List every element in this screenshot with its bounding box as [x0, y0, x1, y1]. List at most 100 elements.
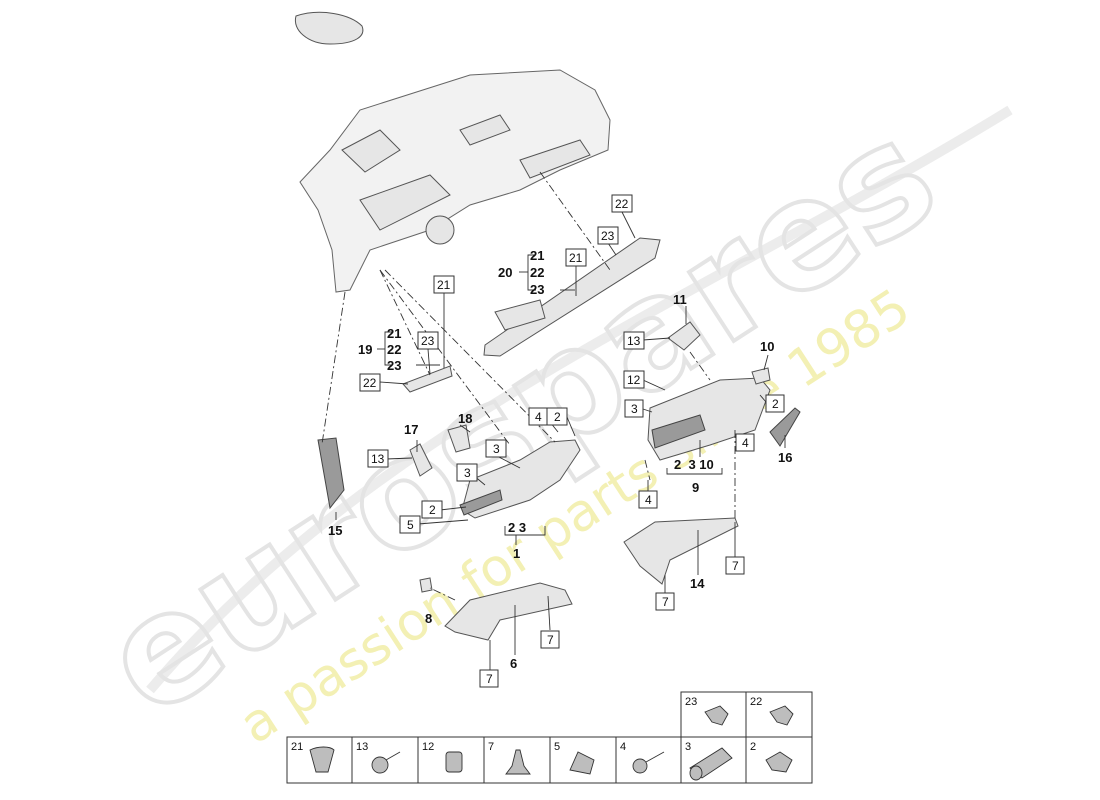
svg-text:7: 7 — [547, 633, 554, 647]
group-20-item-1: 21 — [530, 248, 544, 263]
svg-text:12: 12 — [627, 373, 641, 387]
ref-box-12: 12 — [623, 370, 645, 389]
callout-15: 15 — [328, 523, 342, 538]
group-19-bracket — [377, 331, 440, 366]
callout-1: 1 — [513, 546, 520, 561]
bracket-18-part — [447, 424, 471, 453]
legend-cell-23: 23 — [680, 691, 747, 738]
callout-16: 16 — [778, 450, 792, 465]
ref-box-2: 2 — [546, 407, 568, 426]
svg-text:5: 5 — [554, 741, 560, 753]
ref-box-4: 4 — [735, 433, 755, 452]
small-trim-part — [402, 365, 453, 393]
callout-11: 11 — [673, 292, 687, 307]
group-19-item-1: 21 — [387, 326, 401, 341]
callout-numbers: 1 6 8 9 10 11 14 15 16 17 18 19 20 21 22… — [328, 248, 792, 671]
ref-box-7: 7 — [725, 556, 745, 575]
boxed-refs: 22 23 21 21 23 22 4 2 3 13 3 2 5 13 12 3… — [359, 194, 785, 688]
group-9-items: 2 3 10 — [674, 457, 714, 472]
legend-cell-12: 12 — [417, 736, 485, 784]
glovebox-right-part — [647, 377, 771, 461]
ref-box-4: 4 — [638, 490, 658, 509]
svg-text:23: 23 — [601, 229, 615, 243]
callout-9: 9 — [692, 480, 699, 495]
svg-text:5: 5 — [407, 518, 414, 532]
ref-box-7: 7 — [655, 592, 675, 611]
lower-cover-14-part — [623, 517, 739, 585]
svg-text:21: 21 — [569, 251, 583, 265]
clip-icon — [769, 705, 794, 726]
group-20-bracket — [519, 254, 575, 291]
svg-text:7: 7 — [662, 595, 669, 609]
svg-text:3: 3 — [493, 442, 500, 456]
svg-text:3: 3 — [685, 741, 691, 753]
ref-box-22: 22 — [359, 373, 381, 392]
ref-box-13: 13 — [623, 331, 645, 350]
svg-text:2: 2 — [554, 410, 561, 424]
svg-text:7: 7 — [732, 559, 739, 573]
ref-box-4: 4 — [528, 407, 548, 426]
callout-6: 6 — [510, 656, 517, 671]
callout-10: 10 — [760, 339, 774, 354]
ref-box-7: 7 — [540, 630, 560, 649]
legend-cell-7: 7 — [483, 736, 551, 784]
nut-clip-icon — [445, 751, 463, 773]
legend-cell-22: 22 — [745, 691, 813, 738]
svg-text:2: 2 — [429, 503, 436, 517]
svg-text:22: 22 — [615, 197, 629, 211]
fastener-legend: 23 22 21 13 12 7 — [286, 691, 813, 784]
clip-8-part — [419, 577, 433, 593]
ref-box-3: 3 — [624, 399, 644, 418]
svg-text:13: 13 — [356, 741, 368, 753]
dashboard-assembly — [299, 69, 611, 293]
ref-box-23: 23 — [417, 331, 439, 350]
dash-trim-strip-part — [483, 237, 661, 357]
legend-cell-5: 5 — [549, 736, 617, 784]
group-1-bracket — [504, 526, 546, 536]
svg-text:4: 4 — [535, 410, 542, 424]
svg-text:13: 13 — [627, 334, 641, 348]
lower-cover-6-part — [444, 582, 573, 641]
legend-cell-21: 21 — [286, 736, 353, 784]
screw-icon — [371, 756, 389, 774]
svg-text:2: 2 — [750, 741, 756, 753]
svg-text:21: 21 — [291, 741, 303, 753]
group-19-item-2: 22 — [387, 342, 401, 357]
leader-lines — [321, 171, 786, 670]
ref-box-7: 7 — [479, 669, 499, 688]
svg-text:22: 22 — [363, 376, 377, 390]
svg-text:13: 13 — [371, 452, 385, 466]
ref-box-3: 3 — [456, 463, 478, 482]
svg-text:3: 3 — [631, 402, 638, 416]
svg-text:22: 22 — [750, 696, 762, 708]
svg-text:4: 4 — [620, 741, 626, 753]
bolt-icon — [632, 758, 648, 774]
ref-box-5: 5 — [399, 515, 421, 534]
legend-cell-3: 3 — [680, 736, 747, 784]
svg-text:7: 7 — [488, 741, 494, 753]
callout-14: 14 — [690, 576, 705, 591]
side-panel-15-part — [317, 437, 345, 510]
ref-box-22: 22 — [611, 194, 633, 213]
svg-text:23: 23 — [421, 334, 435, 348]
ref-box-13: 13 — [367, 449, 389, 468]
group-9-bracket — [666, 468, 723, 475]
svg-text:4: 4 — [742, 436, 749, 450]
svg-text:23: 23 — [685, 696, 697, 708]
callout-17: 17 — [404, 422, 418, 437]
legend-cell-13: 13 — [351, 736, 419, 784]
callout-20: 20 — [498, 265, 512, 280]
group-20-item-2: 22 — [530, 265, 544, 280]
expansion-rivet-icon — [505, 749, 531, 775]
bracket-clip-icon — [765, 751, 793, 773]
ref-box-21: 21 — [433, 275, 455, 294]
clip-10-part — [751, 367, 771, 385]
group-20-item-3: 23 — [530, 282, 544, 297]
callout-8: 8 — [425, 611, 432, 626]
spring-clip-icon — [569, 751, 595, 775]
ref-box-2: 2 — [421, 500, 443, 519]
callout-18: 18 — [458, 411, 472, 426]
clip-icon — [704, 705, 729, 726]
legend-cell-4: 4 — [615, 736, 682, 784]
